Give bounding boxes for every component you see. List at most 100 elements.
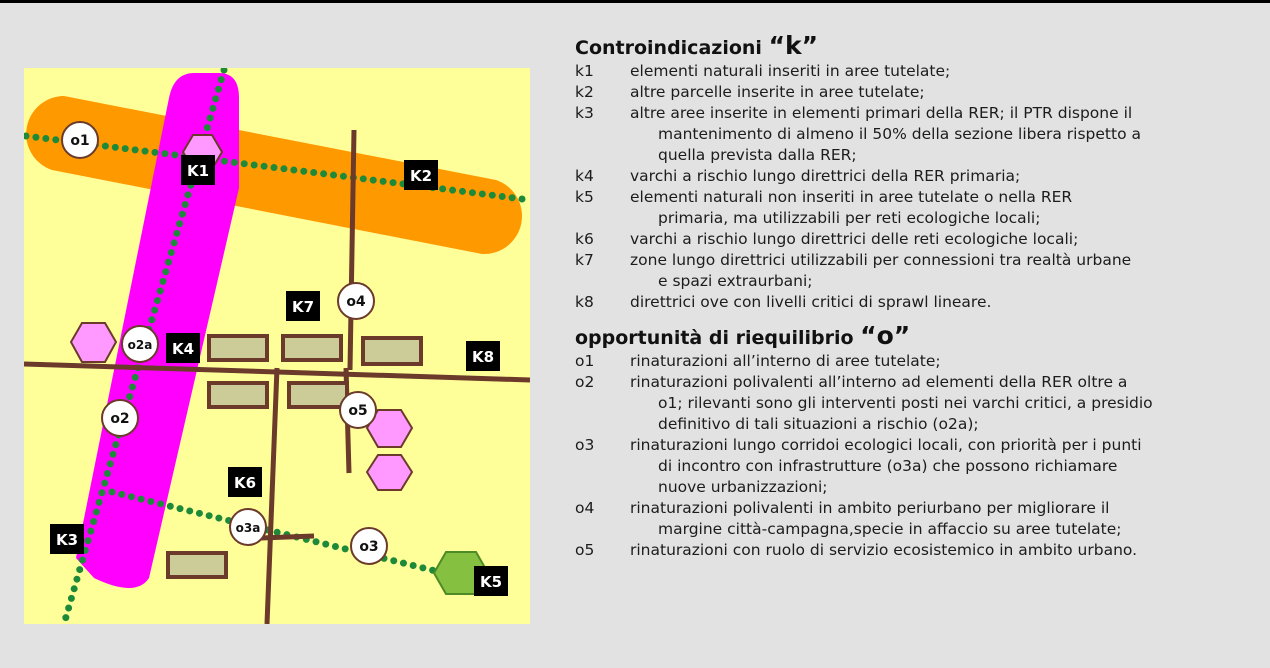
svg-text:o1: o1 (70, 133, 89, 149)
map-label-K8: K8 (466, 341, 500, 371)
item-description: altre parcelle inserite in aree tutelate… (630, 82, 1255, 103)
k-item-k6: k6 varchi a rischio lungo direttrici dell… (575, 229, 1255, 250)
k-section-title: Controindicazioni “k” (575, 33, 1255, 61)
settlements (166, 334, 423, 579)
item-description-line: primaria, ma utilizzabili per reti ecolo… (658, 209, 1041, 227)
o-section-title: opportunità di riequilibrio “o” (575, 323, 1255, 351)
k-title-symbol: “k” (768, 31, 819, 60)
item-description-line: mantenimento di almeno il 50% della sezi… (658, 125, 1141, 143)
item-description: zone lungo direttrici utilizzabili per c… (630, 250, 1255, 292)
o-item-o1: o1 rinaturazioni all’interno di aree tute… (575, 351, 1255, 372)
legend: Controindicazioni “k” k1 elementi natural… (575, 33, 1255, 561)
item-description-line: elementi naturali inseriti in aree tutel… (630, 62, 951, 80)
secondary-ecological-corridor (76, 73, 239, 588)
item-code: o5 (575, 541, 595, 559)
item-description-line: varchi a rischio lungo direttrici della … (630, 167, 1021, 185)
item-code: k4 (575, 167, 594, 185)
o-list: o1 rinaturazioni all’interno di aree tute… (575, 351, 1255, 561)
item-description-line: definitivo di tali situazioni a rischio … (658, 415, 979, 433)
item-description: varchi a rischio lungo direttrici della … (630, 166, 1255, 187)
k-item-k2: k2 altre parcelle inserite in aree tutela… (575, 82, 1255, 103)
item-description-line: rinaturazioni polivalenti in ambito peri… (630, 499, 1110, 517)
svg-text:K1: K1 (187, 162, 209, 180)
o-item-o4: o4 rinaturazioni polivalenti in ambito pe… (575, 498, 1255, 540)
item-code: o3 (575, 436, 595, 454)
item-description-line: rinaturazioni con ruolo di servizio ecos… (630, 541, 1138, 559)
k-title-text: Controindicazioni (575, 37, 762, 59)
map-label-o3: o3 (350, 527, 388, 565)
item-description-line: varchi a rischio lungo direttrici delle … (630, 230, 1079, 248)
o-title-text: opportunità di riequilibrio (575, 327, 854, 349)
map-label-K3: K3 (50, 524, 84, 554)
svg-text:K7: K7 (292, 298, 314, 316)
item-description-line: zone lungo direttrici utilizzabili per c… (630, 251, 1132, 269)
item-description-line: direttrici ove con livelli critici di sp… (630, 293, 992, 311)
item-description-line: quella prevista dalla RER; (658, 146, 857, 164)
svg-text:K5: K5 (480, 573, 502, 591)
item-code: k3 (575, 104, 594, 122)
item-description: rinaturazioni con ruolo di servizio ecos… (630, 540, 1255, 561)
map-label-o2a: o2a (121, 325, 159, 363)
map-label-o1: o1 (61, 121, 99, 159)
o-item-o5: o5 rinaturazioni con ruolo di servizio ec… (575, 540, 1255, 561)
item-description: rinaturazioni polivalenti all’interno ad… (630, 372, 1255, 435)
svg-text:K4: K4 (172, 340, 194, 358)
svg-text:o3: o3 (359, 539, 378, 555)
item-description-line: rinaturazioni polivalenti all’interno ad… (630, 373, 1128, 391)
item-description-line: nuove urbanizzazioni; (658, 478, 828, 496)
item-description: varchi a rischio lungo direttrici delle … (630, 229, 1255, 250)
item-description: rinaturazioni lungo corridoi ecologici l… (630, 435, 1255, 498)
item-description-line: rinaturazioni lungo corridoi ecologici l… (630, 436, 1142, 454)
item-code: k8 (575, 293, 594, 311)
svg-text:o4: o4 (346, 294, 366, 310)
item-description: elementi naturali non inseriti in aree t… (630, 187, 1255, 229)
item-description: direttrici ove con livelli critici di sp… (630, 292, 1255, 313)
item-description-line: altre aree inserite in elementi primari … (630, 104, 1133, 122)
item-code: k1 (575, 62, 594, 80)
map-label-o3a: o3a (229, 508, 267, 546)
item-description-line: elementi naturali non inseriti in aree t… (630, 188, 1073, 206)
item-code: k7 (575, 251, 594, 269)
item-code: o1 (575, 352, 595, 370)
item-code: k2 (575, 83, 594, 101)
item-description: elementi naturali inseriti in aree tutel… (630, 61, 1255, 82)
k-item-k1: k1 elementi naturali inseriti in aree tut… (575, 61, 1255, 82)
map-label-o5: o5 (339, 391, 377, 429)
item-code: o4 (575, 499, 595, 517)
svg-text:o5: o5 (348, 403, 367, 419)
svg-text:o3a: o3a (236, 521, 261, 535)
item-description-line: altre parcelle inserite in aree tutelate… (630, 83, 925, 101)
k-item-k7: k7 zone lungo direttrici utilizzabili per… (575, 250, 1255, 292)
map-label-o4: o4 (337, 282, 375, 320)
item-description: rinaturazioni polivalenti in ambito peri… (630, 498, 1255, 540)
k-item-k8: k8 direttrici ove con livelli critici di … (575, 292, 1255, 313)
o-item-o3: o3 rinaturazioni lungo corridoi ecologici… (575, 435, 1255, 498)
item-description-line: margine città-campagna,specie in affacci… (658, 520, 1122, 538)
item-description-line: di incontro con infrastrutture (o3a) che… (658, 457, 1118, 475)
svg-text:K6: K6 (234, 474, 256, 492)
svg-text:o2a: o2a (128, 338, 153, 352)
urban-hexagons (69, 134, 414, 491)
o-title-symbol: “o” (860, 321, 911, 350)
item-code: o2 (575, 373, 595, 391)
svg-text:K8: K8 (472, 348, 494, 366)
svg-text:K3: K3 (56, 531, 78, 549)
k-list: k1 elementi naturali inseriti in aree tut… (575, 61, 1255, 313)
o-item-o2: o2 rinaturazioni polivalenti all’interno … (575, 372, 1255, 435)
item-code: k5 (575, 188, 594, 206)
map-label-K6: K6 (228, 467, 262, 497)
map-label-K2: K2 (404, 160, 438, 190)
item-description: altre aree inserite in elementi primari … (630, 103, 1255, 166)
svg-text:o2: o2 (110, 411, 129, 427)
k-item-k4: k4 varchi a rischio lungo direttrici dell… (575, 166, 1255, 187)
map-label-o2: o2 (101, 399, 139, 437)
item-code: k6 (575, 230, 594, 248)
svg-text:K2: K2 (410, 167, 432, 185)
map-label-K5: K5 (474, 566, 508, 596)
k-item-k5: k5 elementi naturali non inseriti in aree… (575, 187, 1255, 229)
map-label-K7: K7 (286, 291, 320, 321)
item-description-line: e spazi extraurbani; (658, 272, 813, 290)
item-description: rinaturazioni all’interno di aree tutela… (630, 351, 1255, 372)
